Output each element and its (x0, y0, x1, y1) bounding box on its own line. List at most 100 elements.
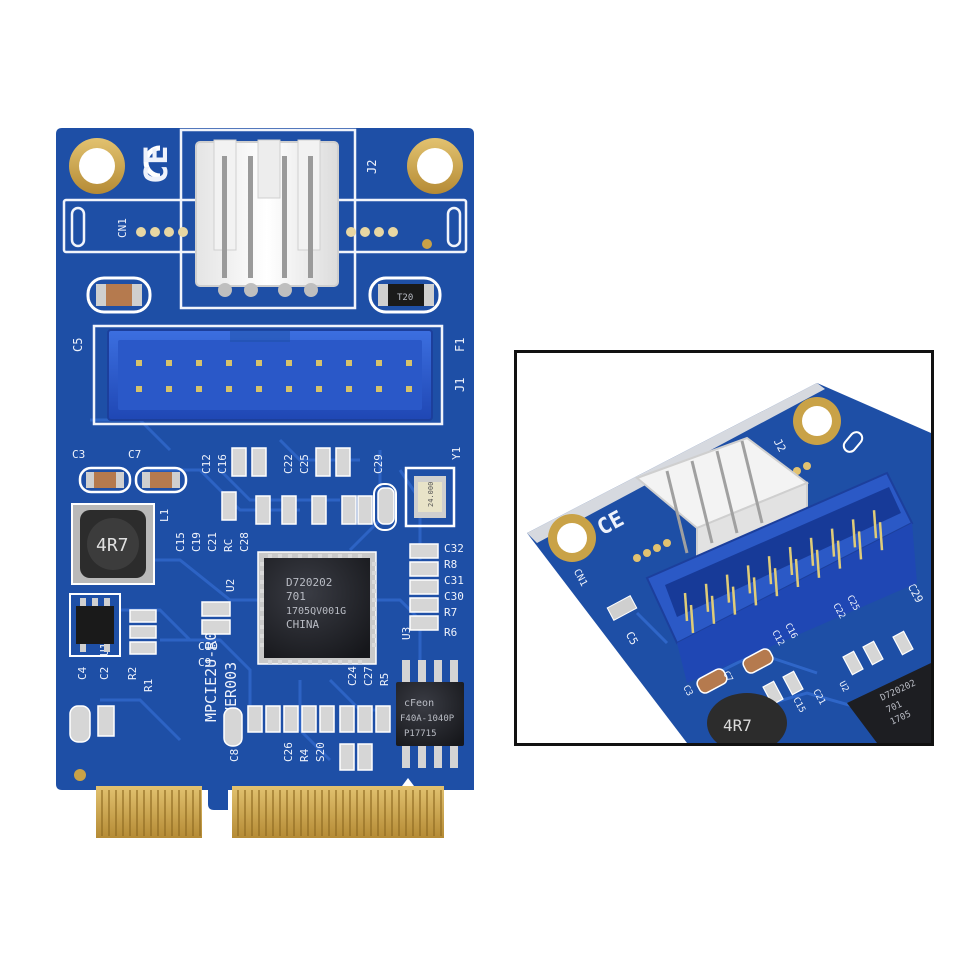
inset-j2: J2 (771, 436, 789, 454)
chip-pin (372, 607, 376, 611)
u2-label: U2 (224, 579, 237, 592)
version-label: VER003 (222, 662, 240, 716)
chip-pin (358, 554, 362, 558)
chip-line-2: 701 (286, 590, 306, 603)
chip-pin (372, 634, 376, 638)
flash-chip-u3: cFeon F40A-1040P P17715 (396, 660, 464, 768)
r1-label: R1 (142, 679, 155, 692)
power-connector-j2 (195, 139, 339, 297)
chip-pin (308, 554, 312, 558)
chip-pin (328, 554, 332, 558)
chip-pin (288, 660, 292, 664)
chip-pin (298, 554, 302, 558)
chip-pin (298, 660, 302, 664)
header-pin (316, 386, 322, 392)
header-pin (226, 360, 232, 366)
inset-header-pin (731, 586, 737, 615)
r4-label: R4 (298, 748, 311, 762)
chip-pin (260, 625, 264, 629)
header-pin (316, 360, 322, 366)
chip-pin (372, 643, 376, 647)
chip-pin (348, 660, 352, 664)
c3-label: C3 (72, 448, 85, 461)
inset-usb3-header (645, 471, 917, 683)
flash-line-3: P17715 (404, 729, 437, 739)
capacitor-c7 (134, 466, 188, 494)
chip-pin (372, 589, 376, 593)
smd-components (69, 447, 439, 771)
chip-pin (260, 598, 264, 602)
inset-header-pin (788, 546, 794, 576)
c8-label: C8 (228, 749, 241, 762)
header-pin (286, 386, 292, 392)
inductor-l1: 4R7 (71, 503, 155, 585)
c10-label: C10 (198, 640, 218, 653)
chip-pin (278, 660, 282, 664)
chip-pin (260, 580, 264, 584)
chip-pin (318, 660, 322, 664)
chip-pin (372, 616, 376, 620)
chip-pin (372, 571, 376, 575)
inset-header-pin (752, 577, 758, 606)
capacitor-top-left (86, 276, 152, 314)
usb-controller-chip: D720202 701 1705QV001G CHINA (257, 551, 377, 665)
c7-label: C7 (128, 448, 141, 461)
c27-label: C27 (362, 666, 375, 686)
chip-pin (260, 562, 264, 566)
usb3-header-j1 (107, 329, 433, 421)
header-pin (406, 360, 412, 366)
header-pin (376, 386, 382, 392)
inset-c3: C3 (680, 684, 694, 698)
chip-line-4: CHINA (286, 618, 319, 631)
inset-header-pin (830, 528, 836, 557)
inset-header-pin (809, 537, 815, 566)
header-pin (256, 386, 262, 392)
j1-label: J1 (453, 378, 467, 392)
c32-label: C32 (444, 542, 464, 555)
inset-header-pin (725, 574, 731, 603)
header-pin (136, 360, 142, 366)
chip-pin (308, 660, 312, 664)
capacitor-c3 (78, 466, 132, 494)
ce-text: CE (137, 145, 175, 184)
header-pin (166, 386, 172, 392)
l1-label: L1 (158, 509, 171, 522)
inset-c7: C7 (720, 670, 734, 684)
chip-pin (260, 607, 264, 611)
r7-label: R7 (444, 606, 457, 619)
inset-header-pin (710, 595, 716, 624)
inset-header-pin (683, 592, 689, 622)
chip-pin (268, 660, 272, 664)
regulator-u1 (69, 593, 121, 657)
inset-header-pin (878, 522, 884, 551)
chip-pin (260, 634, 264, 638)
header-pin (166, 360, 172, 366)
c30-label: C30 (444, 590, 464, 603)
chip-pin (372, 562, 376, 566)
r8-label: R8 (444, 558, 457, 571)
inset-header-pin (689, 604, 695, 634)
model-label: MPCIE2U-R01 (202, 623, 220, 722)
mounting-hole-right (407, 138, 463, 194)
crystal-y1: 24.000 (404, 466, 456, 528)
cn1-pads (136, 227, 398, 237)
mounting-hole-left (69, 138, 125, 194)
ce-mark (143, 145, 161, 179)
header-pin (346, 360, 352, 366)
chip-pin (268, 554, 272, 558)
inset-header-pin (815, 549, 821, 578)
c25-label: C25 (298, 454, 311, 474)
header-pin (256, 360, 262, 366)
y1-label: Y1 (450, 447, 463, 460)
c28-label: C28 (238, 532, 251, 552)
chip-pin (348, 554, 352, 558)
header-pin (376, 360, 382, 366)
chip-pin (260, 589, 264, 593)
chip-pin (338, 554, 342, 558)
capacitor-c29 (373, 483, 397, 531)
inset-u2: U2 (836, 680, 850, 694)
edge-connector-fingers (96, 786, 444, 838)
header-pin (286, 360, 292, 366)
inset-header-pin (872, 510, 878, 539)
chip-pin (318, 554, 322, 558)
